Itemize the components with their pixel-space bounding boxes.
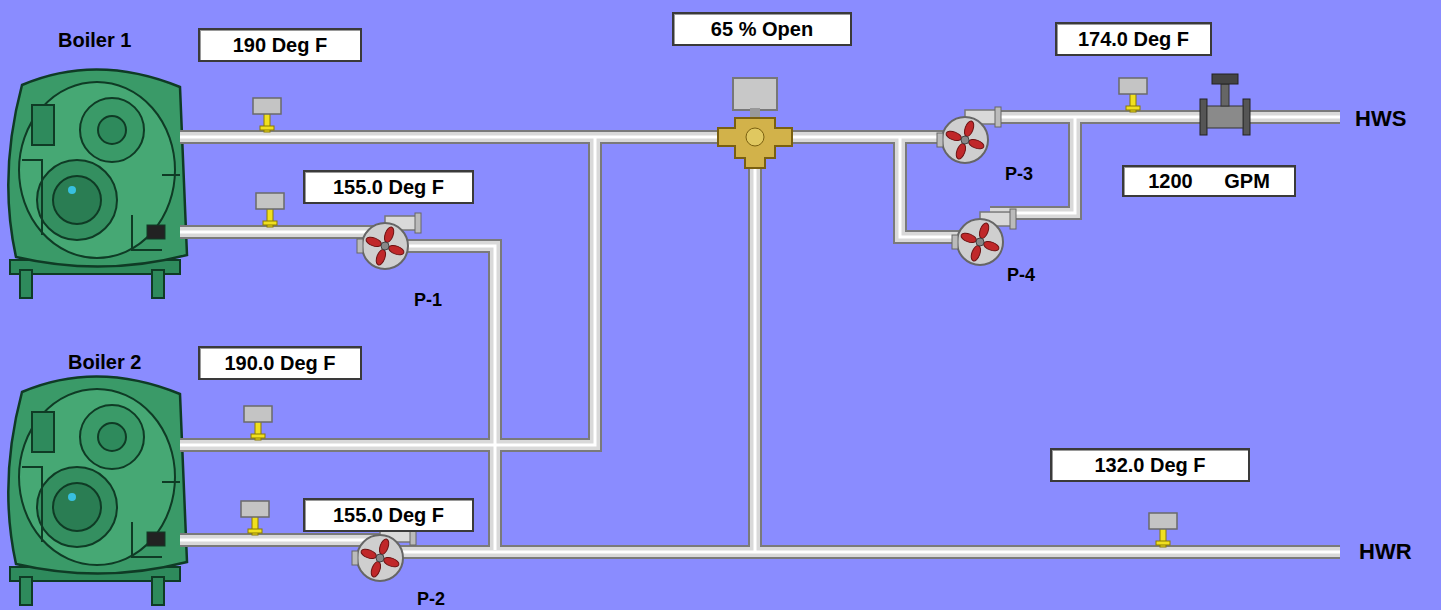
pipe — [180, 130, 725, 144]
mixing-valve — [718, 78, 792, 168]
pipe — [750, 160, 760, 552]
pump-label: P-2 — [417, 590, 445, 608]
value-text: 132.0 Deg F — [1094, 455, 1205, 475]
line-label: HWR — [1359, 541, 1412, 563]
boiler-2 — [8, 376, 187, 605]
pipes — [180, 117, 1340, 552]
boiler-label: Boiler 1 — [58, 30, 131, 50]
value-display: 190.0 Deg F — [198, 346, 362, 380]
pipe — [380, 547, 1340, 557]
value-text: 155.0 Deg F — [333, 177, 444, 197]
pipe — [990, 117, 1075, 213]
value-text: 174.0 Deg F — [1078, 29, 1189, 49]
temperature-sensor — [1119, 78, 1147, 112]
value-display: 65 % Open — [672, 12, 852, 46]
temperature-sensor — [256, 193, 284, 227]
pump-p1 — [357, 213, 421, 269]
pipe — [180, 539, 380, 542]
value-text: 65 % Open — [711, 19, 813, 39]
pipe — [180, 533, 380, 547]
value-display: 155.0 Deg F — [303, 170, 474, 204]
temperature-sensor — [244, 406, 272, 440]
pump-label: P-1 — [414, 291, 442, 309]
line-label: HWS — [1355, 108, 1406, 130]
pipe — [975, 116, 1340, 119]
pipe — [180, 136, 725, 139]
pipe — [180, 535, 380, 545]
flow-meter — [1200, 74, 1250, 135]
pump-p4 — [952, 209, 1016, 265]
value-display: 1200 GPM — [1122, 165, 1296, 197]
value-display: 174.0 Deg F — [1055, 22, 1212, 56]
pump-label: P-3 — [1005, 165, 1033, 183]
pipe — [180, 132, 725, 142]
temperature-sensor — [1149, 513, 1177, 547]
pipe — [975, 110, 1340, 124]
pipe — [180, 137, 595, 445]
pipe — [180, 137, 595, 445]
value-text: 190 Deg F — [233, 35, 327, 55]
pipe — [748, 160, 762, 552]
value-text: 190.0 Deg F — [224, 353, 335, 373]
value-display: 155.0 Deg F — [303, 498, 474, 532]
value-text: 155.0 Deg F — [333, 505, 444, 525]
pipe — [990, 117, 1075, 213]
pipe — [380, 551, 1340, 554]
value-text: 1200 GPM — [1148, 171, 1270, 191]
boiler-label: Boiler 2 — [68, 352, 141, 372]
pipe — [990, 117, 1075, 213]
pump-p2 — [352, 525, 416, 581]
temperature-sensor — [253, 98, 281, 132]
pipe — [975, 112, 1340, 122]
pump-p3 — [937, 107, 1001, 163]
pipe — [180, 137, 595, 445]
value-display: 190 Deg F — [198, 28, 362, 62]
pipe — [754, 160, 757, 552]
pipe — [180, 231, 385, 234]
pipe — [180, 225, 385, 239]
pump-label: P-4 — [1007, 266, 1035, 284]
boiler-1 — [8, 69, 187, 298]
value-display: 132.0 Deg F — [1050, 448, 1250, 482]
pipe — [380, 545, 1340, 559]
temperature-sensor — [241, 501, 269, 535]
pipe — [180, 227, 385, 237]
